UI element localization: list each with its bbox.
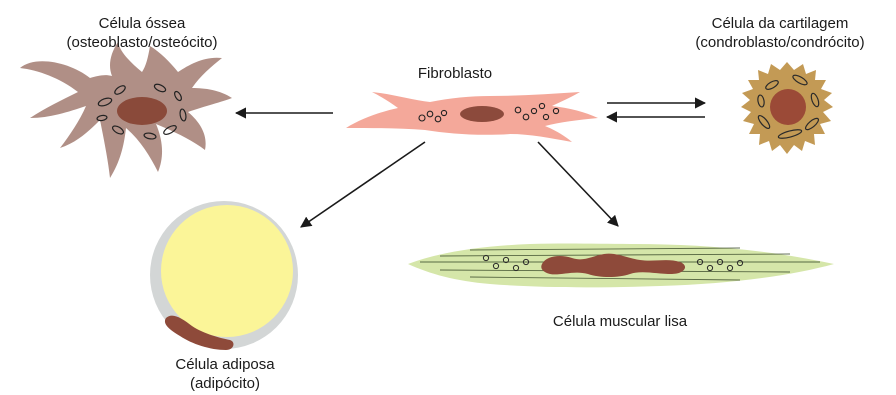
label-smooth-muscle-cell-line1: Célula muscular lisa (530, 312, 710, 331)
fibroblast-cell (346, 92, 598, 142)
label-fat-cell-line2: (adipócito) (150, 374, 300, 393)
label-cartilage-cell: Célula da cartilagem (condroblasto/condr… (670, 14, 890, 52)
fibroblast-nucleus (460, 106, 504, 122)
label-bone-cell: Célula óssea (osteoblasto/osteócito) (42, 14, 242, 52)
fat-cell-droplet (161, 205, 293, 337)
label-fibroblast: Fibroblasto (400, 64, 510, 83)
fat-cell (150, 201, 298, 350)
label-fat-cell-line1: Célula adiposa (150, 355, 300, 374)
label-bone-cell-line2: (osteoblasto/osteócito) (42, 33, 242, 52)
bone-cell-nucleus (117, 97, 167, 125)
cartilage-cell (741, 62, 833, 154)
cartilage-cell-nucleus (770, 89, 806, 125)
label-cartilage-cell-line1: Célula da cartilagem (670, 14, 890, 33)
smooth-muscle-cell (408, 244, 834, 288)
label-cartilage-cell-line2: (condroblasto/condrócito) (670, 33, 890, 52)
label-fibroblast-line1: Fibroblasto (400, 64, 510, 83)
label-smooth-muscle-cell: Célula muscular lisa (530, 312, 710, 331)
arrow-to-fat-cell (301, 142, 425, 227)
label-bone-cell-line1: Célula óssea (42, 14, 242, 33)
bone-cell (20, 42, 232, 178)
arrow-to-smooth-muscle-cell (538, 142, 618, 226)
label-fat-cell: Célula adiposa (adipócito) (150, 355, 300, 393)
